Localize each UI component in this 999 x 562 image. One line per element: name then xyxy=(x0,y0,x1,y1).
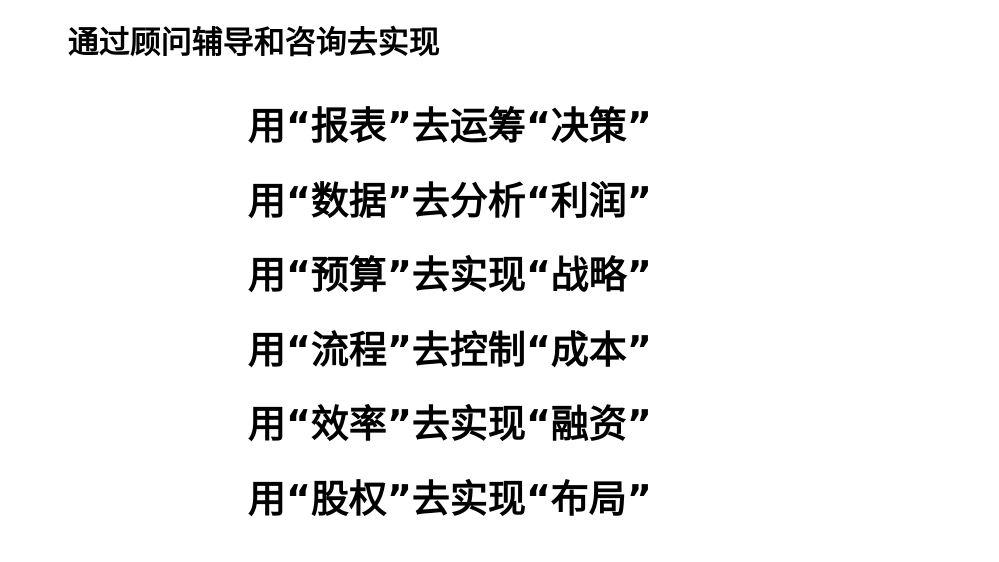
statement-line-budget-strategy: 用“预算”去实现“战略” xyxy=(248,253,652,297)
statement-list: 用“报表”去运筹“决策” 用“数据”去分析“利润” 用“预算”去实现“战略” 用… xyxy=(248,96,652,529)
slide-title: 通过顾问辅导和咨询去实现 xyxy=(68,25,440,61)
statement-line-process-cost: 用“流程”去控制“成本” xyxy=(248,327,652,372)
statement-line-report-decision: 用“报表”去运筹“决策” xyxy=(248,104,652,148)
statement-line-equity-layout: 用“股权”去实现“布局” xyxy=(248,476,652,521)
statement-line-data-profit: 用“数据”去分析“利润” xyxy=(248,178,652,223)
statement-line-efficiency-financing: 用“效率”去实现“融资” xyxy=(248,402,652,446)
